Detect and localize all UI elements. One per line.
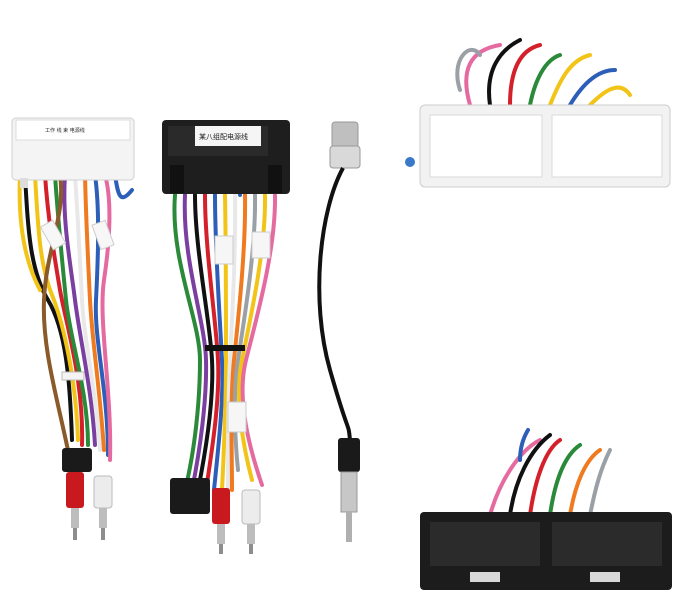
middle-black-plug [170, 478, 210, 514]
middle-wiring-harness: 某八组配电源线 [162, 120, 290, 554]
left-rca-plug-red [66, 472, 84, 540]
left-wiring-harness: 工作 线 束 电源线 [11, 117, 135, 540]
middle-rca-plug-red [212, 488, 230, 554]
left-rca-plug-white [93, 475, 113, 540]
bottom-right-harness [420, 428, 672, 590]
middle-connector-label: 某八组配电源线 [199, 132, 248, 141]
middle-rca-plug-white [241, 489, 261, 554]
top-right-harness [405, 38, 671, 188]
antenna-adapter-cable [317, 121, 361, 542]
left-connector-label: 工作 线 束 电源线 [45, 127, 85, 134]
left-black-plug [62, 448, 92, 472]
